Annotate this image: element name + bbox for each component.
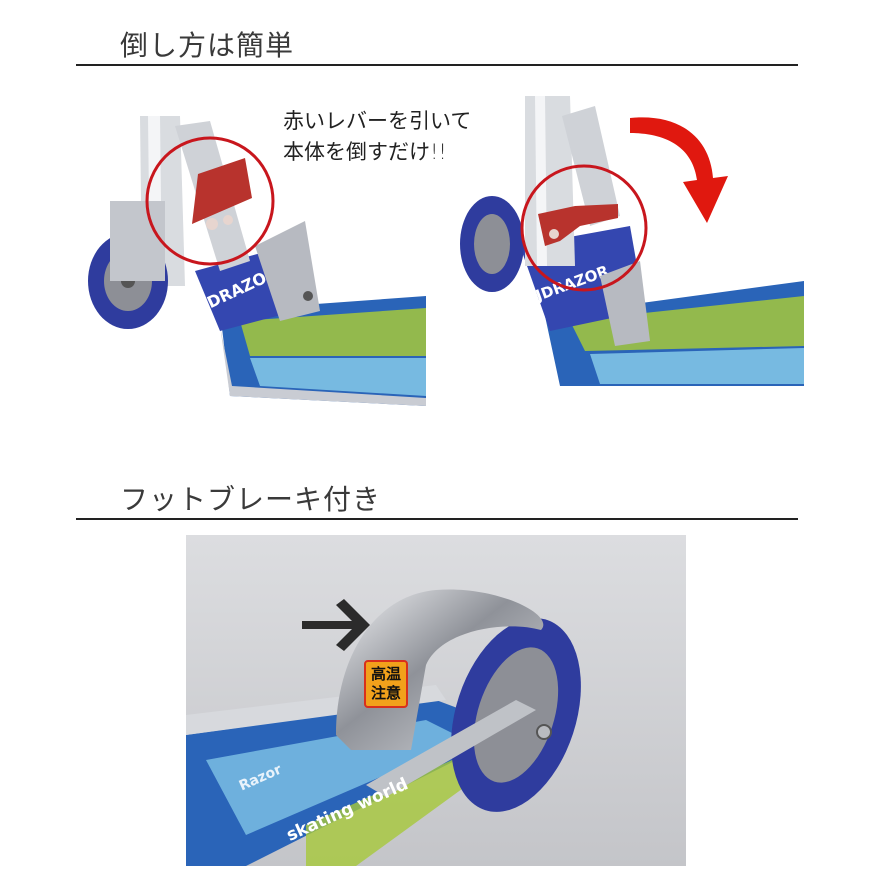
callout-line: 赤いレバーを引いて xyxy=(283,109,472,133)
deck-graphic xyxy=(590,348,804,384)
heat-warning-sticker: 高温 注意 xyxy=(364,660,408,708)
bolt xyxy=(303,291,313,301)
section-title-footbrake: フットブレーキ付き xyxy=(120,483,382,516)
axle-bolt xyxy=(536,724,552,740)
red-lever xyxy=(192,158,252,224)
highlight-circle xyxy=(520,164,648,292)
lever-pin xyxy=(223,215,233,225)
red-curved-arrow-icon xyxy=(630,117,728,223)
section-title-folding: 倒し方は簡単 xyxy=(120,29,295,62)
lever-pin xyxy=(549,229,559,239)
dark-arrow-right-icon xyxy=(302,599,370,651)
callout-text: 赤いレバーを引いて 本体を倒すだけ!! xyxy=(283,106,471,168)
wheel-hub xyxy=(474,214,510,274)
frame-rail xyxy=(366,700,536,797)
section-divider-footbrake xyxy=(76,518,798,520)
deck-graphic xyxy=(250,358,426,396)
highlight-circle xyxy=(145,136,275,266)
lever-pin xyxy=(206,218,218,230)
photo-foot-brake xyxy=(186,535,686,866)
deck-graphic xyxy=(240,308,426,356)
photo-lever-pulled: JDRAZOR xyxy=(450,96,804,386)
callout-line: 本体を倒すだけ!! xyxy=(283,140,447,164)
section-divider-folding xyxy=(76,64,798,66)
chrome-brake-fender xyxy=(336,589,544,750)
fork xyxy=(110,201,165,281)
photo-lever-closed: JDRAZOR xyxy=(80,96,426,406)
sticker-line: 注意 xyxy=(370,684,401,702)
deck-edge xyxy=(220,326,426,406)
sticker-line: 高温 xyxy=(370,665,401,683)
